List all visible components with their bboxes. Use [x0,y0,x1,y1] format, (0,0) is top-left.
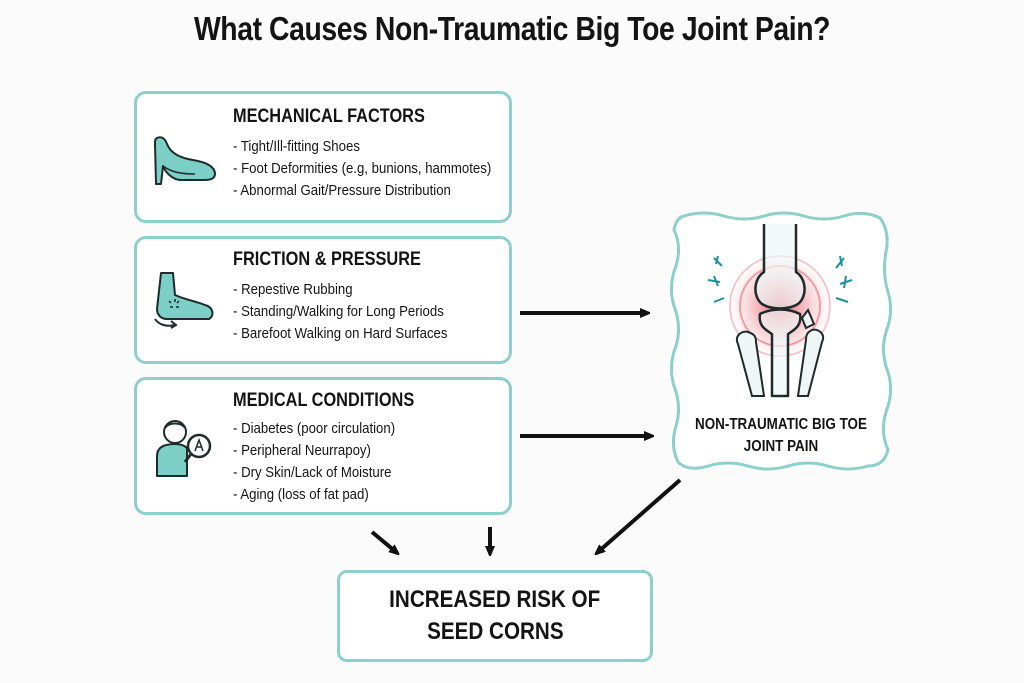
list-item: Abnormal Gait/Pressure Distribution [233,180,491,202]
arrow-joint-to-result [598,478,682,552]
joint-pain-box [669,211,893,471]
list-item: Tight/Ill-fitting Shoes [233,136,491,158]
friction-pressure-list: Repestive Rubbing Standing/Walking for L… [233,279,447,345]
medical-conditions-title: MEDICAL CONDITIONS [233,390,415,411]
result-line-1: INCREASED RISK OF [389,586,601,613]
list-item: Barefoot Walking on Hard Surfaces [233,323,447,345]
mechanical-factors-box: MECHANICAL FACTORS Tight/Ill-fitting Sho… [134,91,512,223]
inflamed-joint-icon [707,224,853,398]
mechanical-factors-list: Tight/Ill-fitting Shoes Foot Deformities… [233,136,491,202]
person-magnifier-icon [156,420,212,477]
list-item: Diabetes (poor circulation) [233,418,395,440]
list-item: Repestive Rubbing [233,279,447,301]
joint-pain-label: NON-TRAUMATIC BIG TOE JOINT PAIN [695,416,867,455]
mechanical-factors-title: MECHANICAL FACTORS [233,106,425,127]
arrow-left-to-result [370,530,396,552]
list-item: Standing/Walking for Long Periods [233,301,447,323]
medical-conditions-box: MEDICAL CONDITIONS Diabetes (poor circul… [134,377,512,515]
list-item: Peripheral Neurrapoy) [233,440,395,462]
friction-pressure-title: FRICTION & PRESSURE [233,249,421,270]
list-item: Foot Deformities (e.g, bunions, hammotes… [233,158,491,180]
result-box: INCREASED RISK OF SEED CORNS [337,570,653,662]
medical-conditions-list: Diabetes (poor circulation) Peripheral N… [233,418,395,506]
result-line-2: SEED CORNS [426,618,564,645]
friction-pressure-box: FRICTION & PRESSURE Repestive Rubbing St… [134,236,512,364]
high-heel-shoe-icon [154,136,216,185]
list-item: Aging (loss of fat pad) [233,484,395,506]
foot-rubbing-icon [154,272,214,329]
page-title: What Causes Non-Traumatic Big Toe Joint … [193,10,831,47]
list-item: Dry Skin/Lack of Moisture [233,462,395,484]
